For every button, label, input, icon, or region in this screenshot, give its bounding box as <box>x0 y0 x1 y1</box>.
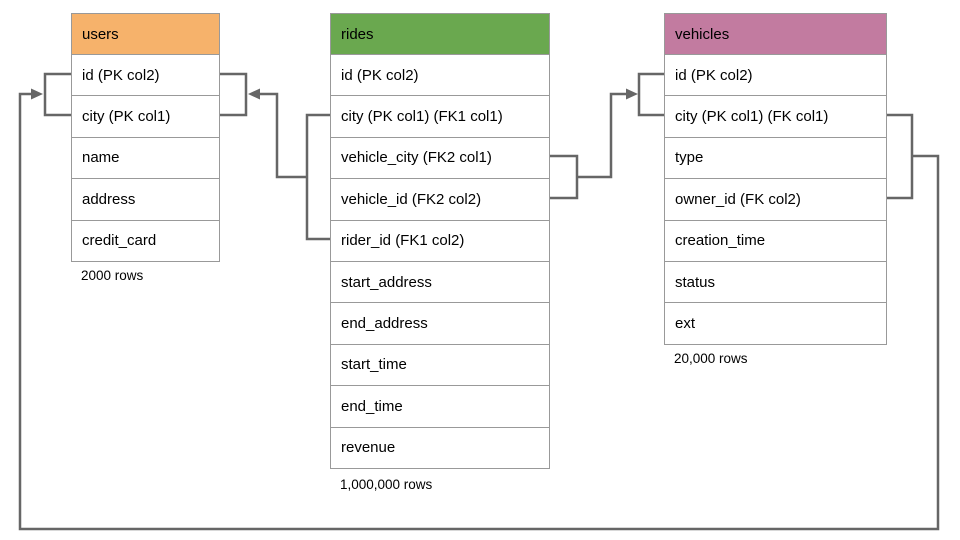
table-rides: rides id (PK col2) city (PK col1) (FK1 c… <box>330 13 550 469</box>
vehicles-col-owner-id: owner_id (FK col2) <box>665 178 886 220</box>
fk3-users-bracket <box>43 72 71 117</box>
fk2-connector <box>550 72 664 200</box>
table-vehicles-title: vehicles <box>675 25 730 43</box>
rides-col-revenue: revenue <box>331 426 549 468</box>
vehicles-col-status: status <box>665 260 886 303</box>
vehicles-row-count-label: 20,000 rows <box>674 351 748 366</box>
fk2-vehicles-bracket <box>637 72 664 117</box>
users-col-id: id (PK col2) <box>72 54 219 96</box>
rides-col-vehicle-city: vehicle_city (FK2 col1) <box>331 136 549 179</box>
vehicles-col-id: id (PK col2) <box>665 54 886 96</box>
table-rides-header: rides <box>331 14 549 54</box>
rides-col-city: city (PK col1) (FK1 col1) <box>331 95 549 137</box>
rides-row-count-label: 1,000,000 rows <box>340 477 433 492</box>
rides-col-end-address: end_address <box>331 302 549 344</box>
users-row-count-label: 2000 rows <box>81 268 144 283</box>
users-col-address: address <box>72 178 219 220</box>
rides-col-id: id (PK col2) <box>331 54 549 96</box>
vehicles-col-city: city (PK col1) (FK col1) <box>665 95 886 137</box>
rides-col-vehicle-id: vehicle_id (FK2 col2) <box>331 178 549 220</box>
vehicles-col-type: type <box>665 136 886 179</box>
rides-col-end-time: end_time <box>331 385 549 427</box>
fk1-stem-line <box>260 92 307 179</box>
table-users-header: users <box>72 14 219 54</box>
fk3-arrowhead-icon <box>31 88 43 100</box>
rides-col-start-time: start_time <box>331 343 549 386</box>
fk1-rides-bracket <box>305 113 330 241</box>
fk1-arrowhead-icon <box>248 88 260 100</box>
fk2-stem-line <box>577 92 626 179</box>
users-col-city: city (PK col1) <box>72 95 219 137</box>
table-users: users id (PK col2) city (PK col1) name a… <box>71 13 220 262</box>
rides-col-rider-id: rider_id (FK1 col2) <box>331 219 549 261</box>
rides-col-start-address: start_address <box>331 260 549 303</box>
fk1-connector <box>220 72 330 241</box>
vehicles-col-ext: ext <box>665 302 886 344</box>
fk2-rides-bracket <box>550 154 579 200</box>
fk3-vehicles-bracket <box>887 113 914 200</box>
table-vehicles-header: vehicles <box>665 14 886 54</box>
fk2-arrowhead-icon <box>626 88 638 100</box>
table-users-title: users <box>82 25 119 43</box>
table-rides-title: rides <box>341 25 374 43</box>
users-col-credit-card: credit_card <box>72 219 219 261</box>
vehicles-col-creation-time: creation_time <box>665 219 886 261</box>
fk1-users-bracket <box>220 72 248 117</box>
table-vehicles: vehicles id (PK col2) city (PK col1) (FK… <box>664 13 887 345</box>
users-col-name: name <box>72 136 219 179</box>
